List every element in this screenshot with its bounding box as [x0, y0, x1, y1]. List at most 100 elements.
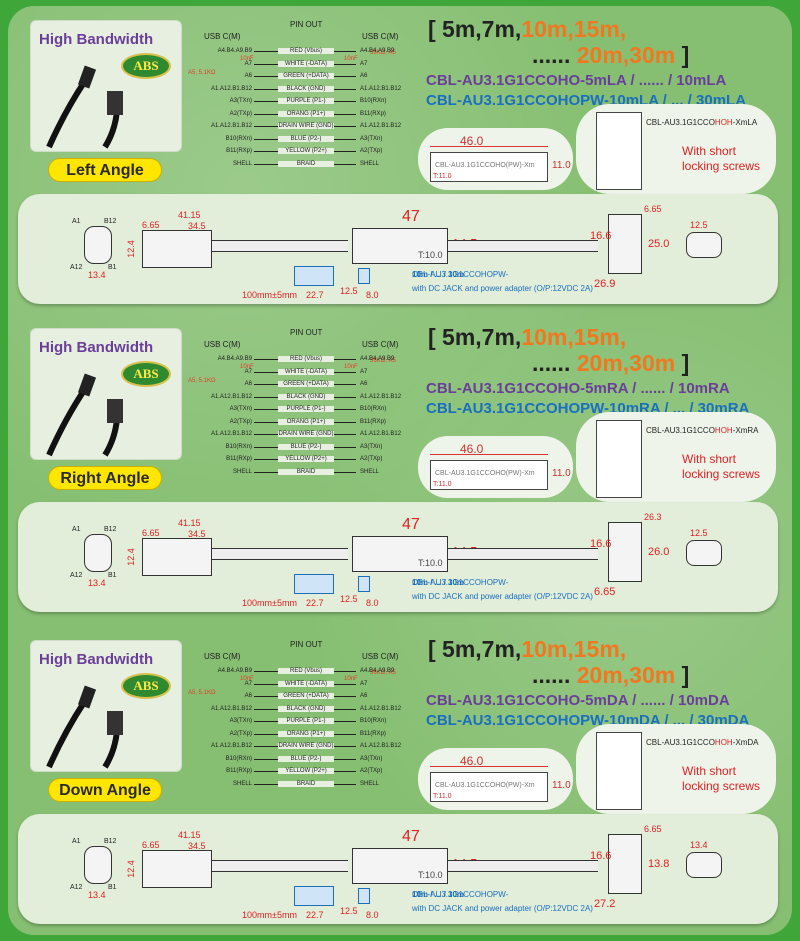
lengths-dots: ......: [532, 350, 571, 376]
pin-left: SHELL: [232, 468, 252, 475]
dim-b: 34.5: [188, 529, 206, 539]
screws-line-1: With short: [682, 144, 737, 158]
pin-b12: B12: [104, 218, 117, 225]
wire-color: BLUE (P2-): [278, 443, 334, 450]
wire-color: ORANG (P1+): [278, 730, 334, 737]
pw-jack: 8.0: [366, 910, 379, 920]
lengths-open: [ 5m,7m,: [428, 324, 522, 350]
pw-line-1a: CBL-AU3.1G1CCOHOPW-: [412, 270, 509, 279]
dc-jack-icon: [358, 888, 370, 904]
lengths-dots: ......: [532, 42, 571, 68]
pinout-row: B10(RXn)BLUE (P2-)A3(TXn): [194, 135, 416, 148]
pin-b1: B1: [108, 572, 117, 579]
pin-right: A4.B4.A9.B9: [360, 668, 395, 674]
angled-connector-side: [608, 522, 642, 582]
right-dim-1: 6.65: [644, 204, 662, 214]
pinout-title: PIN OUT: [290, 328, 323, 337]
dim-height: 12.4: [125, 860, 136, 878]
dim-total: 41.15: [178, 518, 201, 528]
right-dim-2: 16.6: [590, 538, 612, 550]
dc-jack-icon: [358, 576, 370, 592]
pin-right: A1.A12.B1.B12: [360, 743, 402, 749]
pin-right: A2(TXp): [360, 768, 383, 774]
wire-color: WHITE (-DATA): [278, 60, 334, 67]
dimension-line: [430, 146, 548, 147]
screw-part-number: CBL-AU3.1G1CCOHOH-XmLA: [646, 118, 757, 127]
active-box: [352, 228, 448, 264]
power-plug: [294, 266, 334, 286]
capacitor-left: 10nF: [240, 364, 254, 370]
abs-badge: ABS: [121, 673, 171, 699]
box-thickness: T:10.0: [418, 870, 443, 880]
length-10m: 10m,: [521, 324, 574, 350]
pw-height: 12.5: [340, 286, 358, 296]
pin-left: A3(TXn): [229, 98, 252, 104]
pin-left: B10(RXn): [225, 755, 252, 762]
part-number-standard: CBL-AU3.1G1CCOHO-5mRA / ...... / 10mRA: [426, 380, 730, 397]
wire-color: RED (Vbus): [278, 668, 334, 674]
right-dim-2: 16.6: [590, 850, 612, 862]
pin-right: A3(TXn): [360, 135, 383, 142]
dim-a: 6.65: [142, 220, 160, 230]
length-15m: 15m,: [573, 636, 627, 662]
wire-color: BRAID: [278, 780, 334, 787]
pw-lead-length: 100mm±5mm: [242, 290, 297, 300]
active-box: [352, 536, 448, 572]
wire-color: BRAID: [278, 468, 334, 475]
pin-right: SHELL: [360, 160, 380, 167]
housing-label: CBL-AU3.1G1CCOHO(PW)-Xm: [435, 782, 535, 789]
housing-thickness: T:11.0: [433, 173, 452, 180]
pin-a1: A1: [72, 526, 81, 533]
pinout-row: A2(TXp)ORANG (P1+)B11(RXp): [194, 730, 416, 743]
pin-left: A1.A12.B1.B12: [210, 393, 252, 400]
connector-side-view: [596, 420, 642, 498]
pin-right: A1.A12.B1.B12: [360, 85, 402, 92]
pw-line-1b: 10m / ... / 30m: [412, 270, 465, 279]
housing-length: 46.0: [460, 754, 484, 768]
lengths-dots: ......: [532, 662, 571, 688]
pin-b1: B1: [108, 884, 117, 891]
pin-b12: B12: [104, 526, 117, 533]
pinout-row: A3(TXn)PURPLE (P1-)B10(RXn): [194, 98, 416, 110]
pinout-left-header: USB C(M): [204, 32, 241, 41]
housing-length: 46.0: [460, 442, 484, 456]
pinout-row: A3(TXn)PURPLE (P1-)B10(RXn): [194, 718, 416, 730]
resistor-right: 56KΩ, A5: [370, 50, 396, 56]
pin-right: A6: [360, 73, 368, 79]
pinout-row: B11(RXp)YELLOW (P2+)A2(TXp): [194, 456, 416, 468]
part-number-standard: CBL-AU3.1G1CCOHO-5mDA / ...... / 10mDA: [426, 692, 730, 709]
length-10m: 10m,: [521, 636, 574, 662]
dim-height: 12.4: [125, 240, 136, 258]
pw-plug-length: 22.7: [306, 290, 324, 300]
wire-color: BRAID: [278, 160, 334, 167]
lengths-open: [ 5m,7m,: [428, 16, 522, 42]
pn-b: HOH: [714, 118, 733, 127]
pin-left: A1.A12.B1.B12: [210, 743, 252, 749]
wire-color: WHITE (-DATA): [278, 368, 334, 375]
pinout-row: B11(RXp)YELLOW (P2+)A2(TXp): [194, 768, 416, 780]
product-photo-card: High Bandwidth ABS: [30, 328, 182, 460]
pin-right: A7: [360, 60, 368, 67]
length-20m: 20m,: [576, 350, 630, 376]
length-20m: 20m,: [576, 42, 630, 68]
pin-left: A2(TXp): [229, 110, 252, 117]
length-15m: 15m,: [573, 324, 627, 350]
right-dim-4: 26.9: [594, 278, 616, 290]
pin-left: B11(RXp): [226, 768, 252, 774]
cable-segment: [212, 860, 348, 872]
angle-type-label: Down Angle: [48, 778, 162, 802]
wire-color: BLACK (GND): [278, 705, 334, 712]
